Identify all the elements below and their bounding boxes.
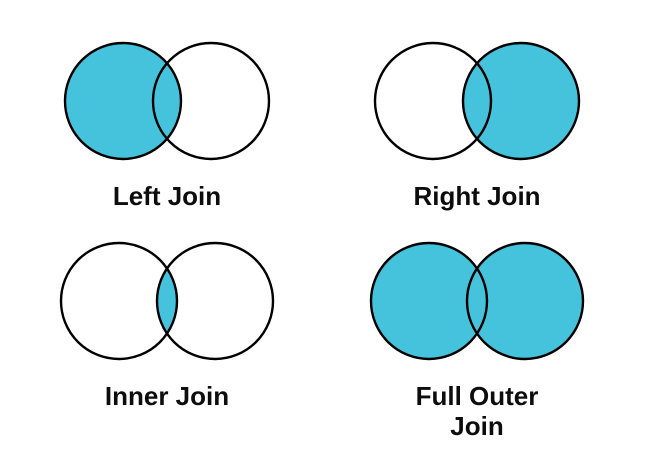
circle-outline-left: [59, 241, 179, 361]
panel-inner-join: Inner Join: [12, 234, 322, 411]
circle-outline-left: [63, 41, 183, 161]
region-left-circle-fill: [65, 43, 181, 159]
panel-right-join: Right Join: [322, 34, 632, 211]
circle-outline-left: [369, 241, 489, 361]
panel-left-join: Left Join: [12, 34, 322, 211]
caption-left-join: Left Join: [112, 181, 222, 211]
region-right-circle-fill: [463, 43, 579, 159]
circle-outline-left: [373, 41, 493, 161]
panel-full-outer-join: Full Outer Join: [322, 234, 632, 441]
circle-outline-right: [151, 41, 271, 161]
venn-full-outer-join: [367, 234, 587, 369]
venn-left-join: [57, 34, 277, 169]
venn-right-join: [367, 34, 587, 169]
circle-outline-right: [155, 241, 275, 361]
circle-outline-right: [461, 41, 581, 161]
venn-svg-inner-join: [59, 241, 275, 361]
circle-outline-right: [465, 241, 585, 361]
venn-svg-right-join: [373, 41, 581, 161]
venn-inner-join: [57, 234, 277, 369]
caption-inner-join: Inner Join: [104, 381, 230, 411]
venn-svg-full-outer-join: [369, 241, 585, 361]
region-left-circle-fill: [371, 243, 487, 359]
caption-right-join: Right Join: [413, 181, 541, 211]
caption-full-outer-join: Full Outer Join: [415, 381, 539, 441]
region-right-circle-fill: [467, 243, 583, 359]
venn-svg-left-join: [63, 41, 271, 161]
